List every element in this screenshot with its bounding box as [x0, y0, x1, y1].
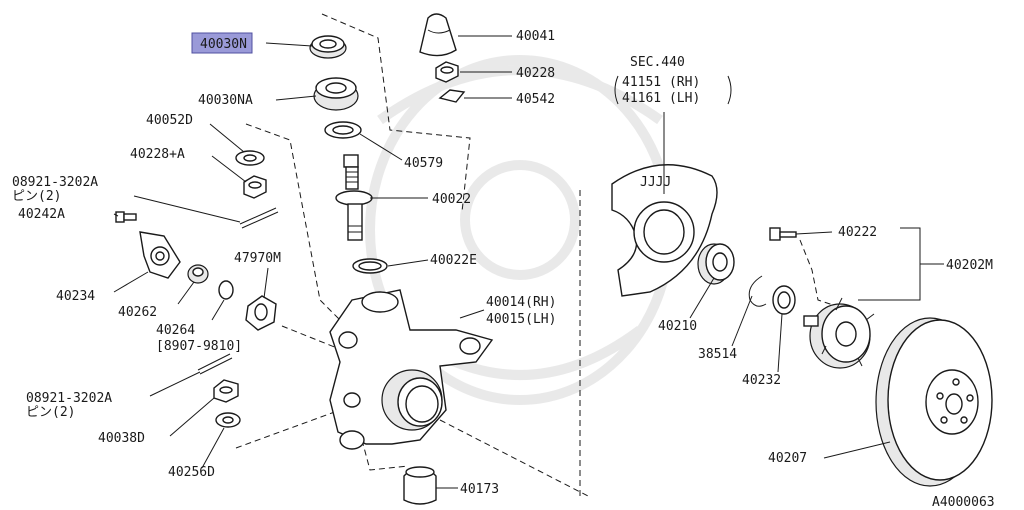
bearing-40030na [313, 77, 359, 111]
label-08921-top: 08921-3202A [12, 175, 98, 190]
bushing-40262 [187, 264, 209, 284]
seal-40579 [324, 121, 362, 139]
figure-code: A4000063 [932, 495, 995, 510]
label-41151: 41151 (RH) [622, 75, 700, 90]
guide-upper-right [321, 13, 471, 213]
label-41161: 41161 (LH) [622, 91, 700, 106]
ring-40022e [352, 258, 388, 274]
label-40542: 40542 [516, 92, 555, 107]
label-40232: 40232 [742, 373, 781, 388]
label-08921-bot: 08921-3202A [26, 391, 112, 406]
highlight-box [191, 32, 253, 54]
label-38514: 38514 [698, 347, 737, 362]
bearing-40030n [309, 35, 347, 59]
washer-40264 [218, 280, 234, 300]
label-40030na: 40030NA [198, 93, 253, 108]
label-40262: 40262 [118, 305, 157, 320]
label-40022: 40022 [432, 192, 471, 207]
rotor-40207 [875, 317, 993, 487]
label-40579: 40579 [404, 156, 443, 171]
label-40015: 40015(LH) [486, 312, 556, 327]
guide-hub [439, 419, 589, 497]
label-40222: 40222 [838, 225, 877, 240]
washer-40256d [215, 412, 241, 428]
label-08921-bot-sub: ピン(2) [26, 405, 75, 420]
bolt-40222 [769, 227, 797, 241]
seal-40232 [772, 285, 796, 315]
label-08921-top-sub: ピン(2) [12, 189, 61, 204]
washer-40052d [235, 150, 265, 166]
nut-40228a [243, 175, 267, 199]
cotter-pin-bottom [197, 353, 231, 371]
label-40022e: 40022E [430, 253, 477, 268]
label-40173: 40173 [460, 482, 499, 497]
hub-40202m [803, 297, 875, 369]
label-40052d: 40052D [146, 113, 193, 128]
label-40210: 40210 [658, 319, 697, 334]
label-40014: 40014(RH) [486, 295, 556, 310]
grommet-47970m [245, 295, 277, 331]
cotter-pin-top-b [241, 211, 279, 229]
leader-lines [113, 35, 944, 489]
label-40228a: 40228+A [130, 147, 185, 162]
nut-40228 [435, 61, 459, 83]
cotter-pin-top [239, 207, 277, 225]
label-40264: 40264 [156, 323, 195, 338]
label-40242a: 40242A [18, 207, 65, 222]
label-40030n: 40030N [200, 37, 247, 52]
guide-upper-left [245, 123, 351, 331]
nut-40038d [213, 379, 239, 403]
part-labels: 40030N 40030NA 40052D 40228+A 08921-3202… [12, 29, 995, 510]
label-40228: 40228 [516, 66, 555, 81]
svg-text:JJJJ: JJJJ [640, 175, 671, 190]
steering-knuckle-40014 [329, 289, 494, 450]
cotter-pin-bottom-b [199, 357, 233, 375]
guide-bottom [361, 439, 409, 471]
guide-bolt [799, 239, 837, 307]
label-40202m: 40202M [946, 258, 993, 273]
label-40256d: 40256D [168, 465, 215, 480]
bracket-open [614, 75, 619, 105]
label-40038d: 40038D [98, 431, 145, 446]
boot-40041 [419, 13, 457, 57]
backing-plate-41151: JJJJ [611, 164, 718, 297]
bracket-40234 [139, 231, 181, 279]
ball-joint-40022 [335, 154, 373, 241]
label-40234: 40234 [56, 289, 95, 304]
bolt-40242a [115, 211, 137, 223]
bearing-40210 [697, 243, 735, 285]
boot-40173 [403, 466, 437, 505]
washer-40542 [438, 89, 466, 103]
label-40264-sub: [8907-9810] [156, 339, 242, 354]
label-sec440: SEC.440 [630, 55, 685, 70]
bracket-close [727, 75, 732, 105]
label-40207: 40207 [768, 451, 807, 466]
label-40041: 40041 [516, 29, 555, 44]
label-47970m: 47970M [234, 251, 281, 266]
snap-ring-38514 [748, 275, 767, 307]
